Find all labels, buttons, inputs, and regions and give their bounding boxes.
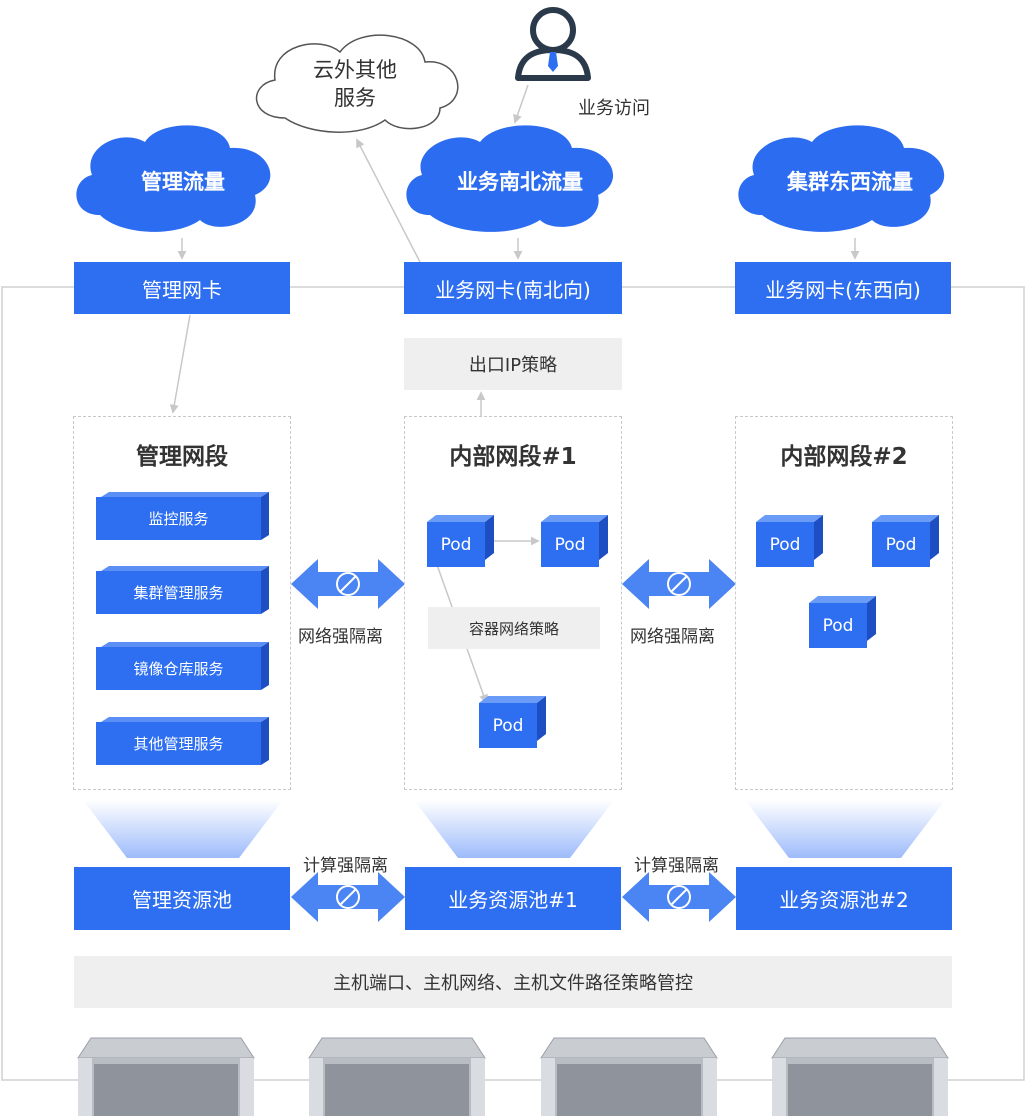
user-access-label: 业务访问 (578, 98, 650, 119)
ns-traffic-label: 业务南北流量 (457, 170, 583, 194)
mgmt-nic: 管理网卡 (74, 262, 290, 314)
service-cluster-mgmt: 集群管理服务 (96, 571, 261, 614)
biz-resource-pool-1: 业务资源池#1 (405, 867, 621, 930)
network-isolation-arrow-1 (291, 559, 405, 609)
pod: Pod (809, 603, 867, 648)
internal-segment-2: 内部网段#2 Pod Pod Pod (735, 416, 953, 790)
server-rack-icon (540, 1037, 718, 1116)
network-isolation-arrow-2 (622, 559, 736, 609)
host-policy-bar: 主机端口、主机网络、主机文件路径策略管控 (74, 956, 952, 1008)
projection-beam (83, 800, 283, 858)
biz-resource-pool-2: 业务资源池#2 (736, 867, 952, 930)
other-services-label: 云外其他 服务 (313, 58, 397, 110)
compute-isolation-label-2: 计算强隔离 (634, 856, 719, 876)
network-isolation-label-2: 网络强隔离 (630, 627, 715, 647)
pod: Pod (756, 522, 814, 567)
service-monitoring: 监控服务 (96, 497, 261, 540)
service-other-mgmt: 其他管理服务 (96, 722, 261, 765)
network-isolation-label-1: 网络强隔离 (298, 627, 383, 647)
server-rack-icon (771, 1037, 949, 1116)
compute-isolation-arrow-1 (291, 872, 405, 922)
compute-isolation-label-1: 计算强隔离 (303, 856, 388, 876)
pod: Pod (479, 703, 537, 748)
pod: Pod (427, 522, 485, 567)
mgmt-traffic-label: 管理流量 (141, 170, 225, 194)
internal-segment-1: 内部网段#1 Pod Pod 容器网络策略 Pod (404, 416, 622, 790)
container-network-policy: 容器网络策略 (428, 607, 600, 649)
pod: Pod (872, 522, 930, 567)
server-rack-icon (77, 1037, 255, 1116)
service-image-registry: 镜像仓库服务 (96, 647, 261, 690)
mgmt-resource-pool: 管理资源池 (74, 867, 290, 930)
mgmt-segment-title: 管理网段 (136, 444, 228, 470)
mgmt-segment: 管理网段 监控服务 集群管理服务 镜像仓库服务 其他管理服务 (73, 416, 291, 790)
pod: Pod (541, 522, 599, 567)
ew-traffic-label: 集群东西流量 (787, 170, 913, 194)
user-icon (515, 7, 591, 81)
projection-beam (745, 800, 945, 858)
server-rack-icon (308, 1037, 486, 1116)
projection-beam (414, 800, 614, 858)
egress-ip-policy: 出口IP策略 (404, 338, 622, 390)
internal-segment-2-title: 内部网段#2 (780, 444, 908, 470)
internal-segment-1-title: 内部网段#1 (449, 444, 577, 470)
ew-nic: 业务网卡(东西向) (735, 262, 951, 314)
compute-isolation-arrow-2 (622, 872, 736, 922)
ns-nic: 业务网卡(南北向) (404, 262, 622, 314)
